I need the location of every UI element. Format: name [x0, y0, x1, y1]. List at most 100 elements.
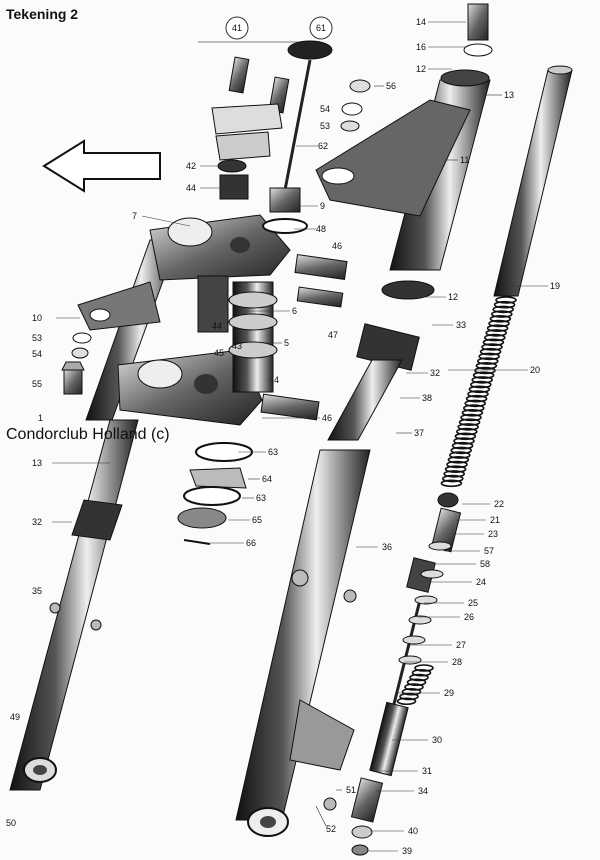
- callout-44-top: 44: [186, 183, 197, 193]
- coil-turn: [476, 357, 499, 365]
- coil-turn: [488, 319, 510, 328]
- coil-turn: [457, 423, 480, 431]
- stanchion-tube-19: [493, 69, 573, 297]
- callout-56: 56: [386, 81, 397, 91]
- callout-4: 4: [274, 375, 280, 385]
- damper-washer: [420, 569, 444, 579]
- coil-turn: [444, 465, 467, 474]
- coil-turn: [460, 413, 482, 422]
- callout-21: 21: [490, 515, 501, 525]
- callout-14: 14: [416, 17, 427, 27]
- callout-33: 33: [456, 320, 467, 330]
- callout-52: 52: [326, 824, 337, 834]
- callout-58: 58: [480, 559, 491, 569]
- damper-washer: [428, 541, 452, 551]
- washer-53-left: [72, 332, 92, 344]
- callout-54-top: 54: [320, 104, 331, 114]
- callout-13-left: 13: [32, 458, 43, 468]
- copyright-watermark: Condorclub Holland (c): [6, 426, 170, 443]
- callout-65: 65: [252, 515, 263, 525]
- callout-46-mid: 46: [322, 413, 333, 423]
- coil-turn: [479, 347, 502, 356]
- callout-42: 42: [186, 161, 197, 171]
- callout-63-a: 63: [268, 447, 279, 457]
- damper-washer: [402, 635, 426, 645]
- callout-55: 55: [32, 379, 43, 389]
- callout-5: 5: [284, 338, 290, 348]
- coil-turn: [399, 692, 419, 701]
- coil-turn: [447, 455, 470, 464]
- coil-turn: [468, 385, 491, 394]
- left-fork-leg: [9, 239, 179, 791]
- coil-turn: [482, 338, 505, 347]
- callout-57: 57: [484, 546, 495, 556]
- coil-turn: [462, 404, 485, 412]
- callout-41: 41: [232, 23, 243, 33]
- callout-53-top: 53: [320, 121, 331, 131]
- coil-turn: [481, 343, 503, 351]
- coil-turn: [461, 408, 484, 417]
- callout-39: 39: [402, 846, 413, 856]
- coil-turn: [464, 399, 487, 408]
- coil-turn: [483, 333, 506, 342]
- callout-19: 19: [550, 281, 561, 291]
- coil-turn: [471, 376, 494, 384]
- callout-26: 26: [464, 612, 475, 622]
- coil-turn: [401, 687, 422, 696]
- callout-13-top: 13: [504, 90, 515, 100]
- coil-turn: [490, 310, 513, 318]
- coil-turn: [396, 697, 417, 706]
- callout-43: 43: [232, 341, 243, 351]
- coil-turn: [465, 394, 488, 403]
- callout-circle-61: [309, 16, 333, 40]
- direction-arrow-icon: [42, 139, 161, 193]
- steering-stem-parts: [197, 40, 371, 421]
- callout-51: 51: [346, 785, 357, 795]
- callout-63-b: 63: [256, 493, 267, 503]
- callout-46-top: 46: [332, 241, 343, 251]
- coil-turn: [458, 418, 481, 427]
- callout-32-right: 32: [430, 368, 441, 378]
- coil-turn: [467, 390, 489, 398]
- coil-turn: [440, 479, 463, 488]
- callout-62: 62: [318, 141, 329, 151]
- upper-yoke-left: [149, 214, 291, 281]
- callout-28: 28: [452, 657, 463, 667]
- callout-54-left: 54: [32, 349, 43, 359]
- callout-16: 16: [416, 42, 427, 52]
- coil-turn: [455, 427, 478, 436]
- coil-turn: [478, 352, 501, 361]
- coil-turn: [472, 371, 495, 380]
- coil-turn: [454, 432, 477, 441]
- spring-29: [396, 664, 434, 706]
- callout-38: 38: [422, 393, 433, 403]
- damper-washer: [408, 615, 432, 625]
- damper-washer: [398, 655, 422, 665]
- plates-63-66: [177, 442, 253, 545]
- coil-turn: [475, 361, 498, 370]
- coil-turn: [448, 451, 471, 459]
- coil-turn: [409, 673, 429, 682]
- callout-61: 61: [316, 23, 327, 33]
- callout-1: 1: [38, 413, 44, 423]
- coil-turn: [404, 683, 424, 691]
- coil-turn: [414, 664, 434, 672]
- callout-23: 23: [488, 529, 499, 539]
- callout-35: 35: [32, 586, 43, 596]
- coil-turn: [406, 678, 427, 687]
- callout-11: 11: [460, 155, 470, 165]
- callout-24: 24: [476, 577, 487, 587]
- bolt-55: [61, 361, 85, 395]
- leader-lines: [52, 21, 548, 852]
- damper-washer: [414, 595, 438, 605]
- callout-37: 37: [414, 428, 425, 438]
- coil-turn: [469, 380, 492, 389]
- coil-turn: [474, 366, 496, 375]
- callout-50: 50: [6, 818, 17, 828]
- callout-34: 34: [418, 786, 429, 796]
- callout-circle-41: [225, 16, 249, 40]
- callout-53-left: 53: [32, 333, 43, 343]
- callout-64: 64: [262, 474, 273, 484]
